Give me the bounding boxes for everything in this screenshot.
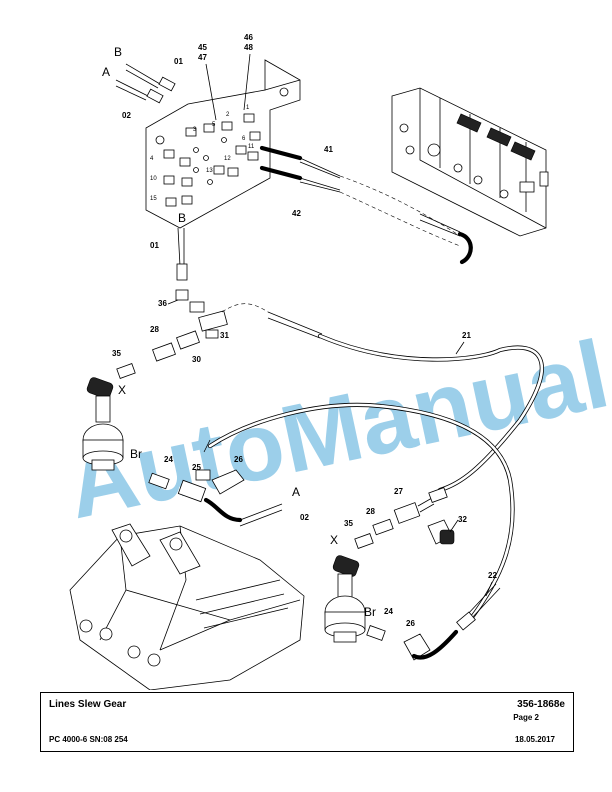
callout-35-right: 35 — [344, 519, 353, 528]
hose-22 — [207, 402, 515, 631]
svg-text:6: 6 — [242, 136, 246, 142]
watermark: AutoManual — [58, 320, 612, 539]
callout-32: 32 — [458, 515, 467, 524]
machine-serial: PC 4000-6 SN:08 254 — [49, 735, 128, 744]
callout-30: 30 — [192, 355, 201, 364]
callout-47: 47 — [198, 53, 207, 62]
pilot-valve-left — [82, 377, 124, 471]
svg-text:3: 3 — [193, 127, 197, 133]
svg-text:1: 1 — [246, 105, 250, 111]
callout-28-left: 28 — [150, 325, 159, 334]
callout-26-right: 26 — [406, 619, 415, 628]
callout-24-right: 24 — [384, 607, 393, 616]
fitting-35-left — [116, 363, 136, 379]
tee-fitting-31 — [189, 301, 228, 339]
callout-01-top: 01 — [174, 57, 183, 66]
callout-27: 27 — [394, 487, 403, 496]
drawing-title: Lines Slew Gear — [49, 699, 127, 710]
callout-21: 21 — [462, 331, 471, 340]
callout-35-left: 35 — [112, 349, 121, 358]
svg-text:15: 15 — [150, 196, 157, 202]
callout-36: 36 — [158, 299, 167, 308]
adapter-28-30-left — [152, 330, 200, 362]
svg-text:4: 4 — [150, 156, 154, 162]
callout-Br-left: Br — [130, 447, 142, 461]
callout-26-left: 26 — [234, 455, 243, 464]
revision-date: 18.05.2017 — [514, 735, 555, 744]
callout-X-left: X — [118, 383, 126, 397]
lines-slew-gear-diagram: AutoManual — [58, 33, 612, 690]
callout-31: 31 — [220, 331, 229, 340]
callout-02-top: 02 — [122, 111, 131, 120]
callout-B-mid: B — [178, 211, 186, 225]
svg-text:11: 11 — [248, 144, 255, 150]
title-block: Lines Slew Gear 356-1868e Page 2 PC 4000… — [40, 692, 574, 752]
pilot-valve-right — [324, 555, 366, 643]
page-number: Page 2 — [513, 713, 539, 722]
svg-text:10: 10 — [150, 176, 157, 182]
hose-21 — [221, 303, 544, 493]
fittings-24-26-right — [366, 625, 459, 661]
svg-text:2: 2 — [226, 112, 230, 118]
svg-text:12: 12 — [224, 156, 231, 162]
manifold-block: 1 2 3 4 5 6 10 11 12 13 15 — [145, 59, 301, 229]
hose-end-02-top — [115, 79, 164, 104]
callout-46: 46 — [244, 33, 253, 42]
block-fittings — [163, 113, 261, 207]
callout-01-mid: 01 — [150, 241, 159, 250]
callout-28-right: 28 — [366, 507, 375, 516]
hose-end-01-top — [125, 63, 176, 92]
callout-A-mid: A — [292, 485, 300, 499]
callout-45: 45 — [198, 43, 207, 52]
callout-A-top: A — [102, 65, 110, 79]
callout-22: 22 — [488, 571, 497, 580]
callout-42: 42 — [292, 209, 301, 218]
fittings-27-28-35-right — [354, 487, 455, 549]
slew-gear-frame — [69, 523, 305, 690]
hose-41-42 — [259, 145, 473, 265]
callout-24-left: 24 — [164, 455, 173, 464]
svg-text:5: 5 — [212, 122, 216, 128]
callout-02-mid: 02 — [300, 513, 309, 522]
callout-41: 41 — [324, 145, 333, 154]
document-number: 356-1868e — [517, 699, 565, 710]
callout-Br-right: Br — [364, 605, 376, 619]
callout-X-right: X — [330, 533, 338, 547]
hose-end-01-mid — [175, 227, 189, 301]
svg-text:13: 13 — [206, 168, 213, 174]
fittings-24-25-26-left — [148, 439, 283, 527]
control-valve-block — [391, 87, 549, 237]
callout-25: 25 — [192, 463, 201, 472]
callout-48: 48 — [244, 43, 253, 52]
callout-B-top: B — [114, 45, 122, 59]
svg-text:AutoManual: AutoManual — [58, 320, 612, 539]
